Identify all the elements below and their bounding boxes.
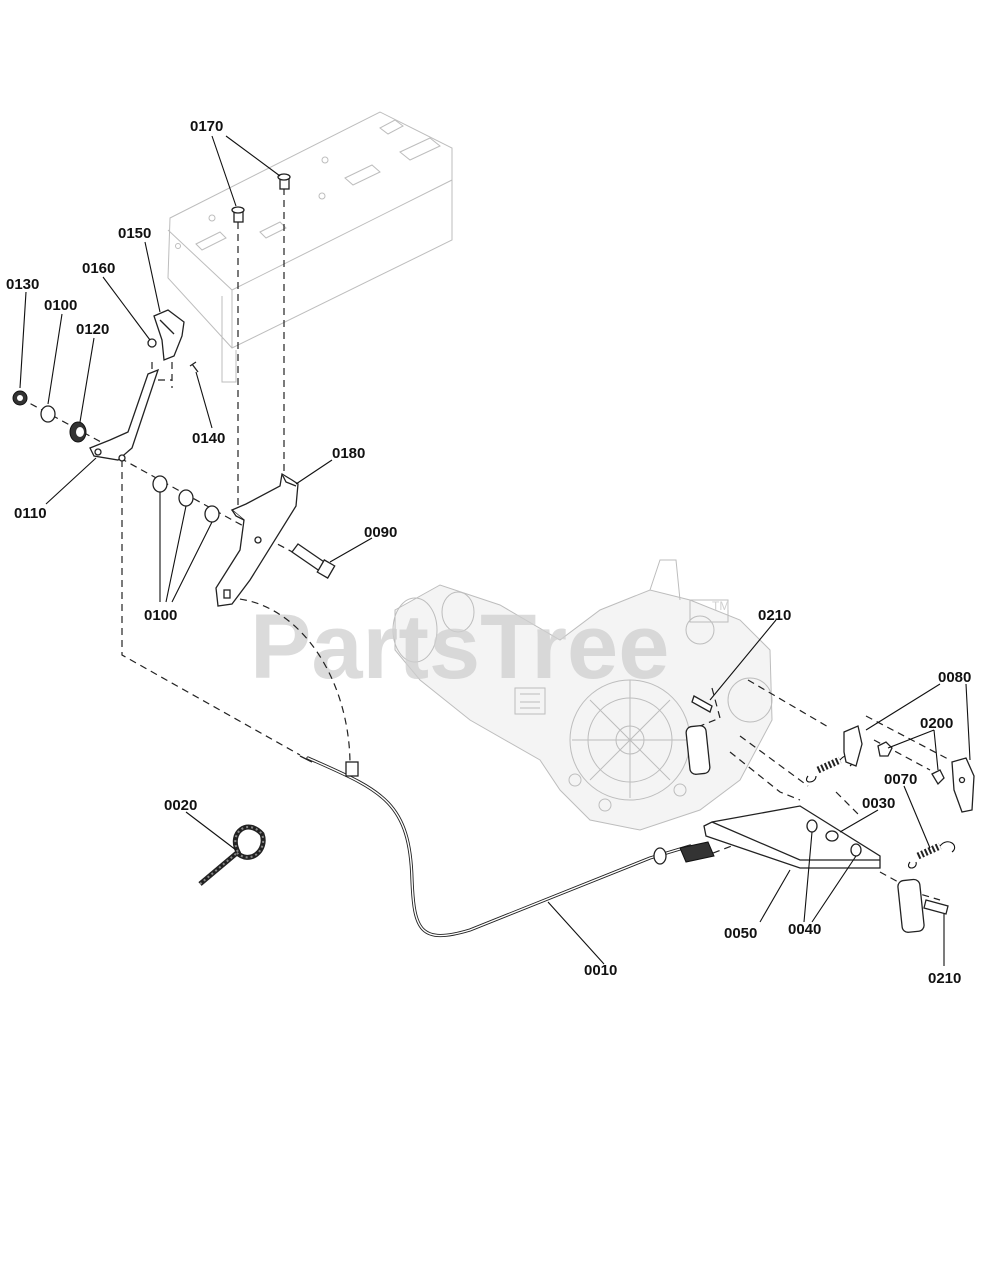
callout-0150: 0150	[118, 225, 151, 242]
callout-0090: 0090	[364, 524, 397, 541]
cable-end-clip	[299, 755, 313, 763]
link-plate-upper	[685, 725, 711, 775]
assembly-lines	[19, 188, 951, 901]
callout-0050: 0050	[724, 925, 757, 942]
watermark: PartsTree	[250, 596, 669, 698]
nut-0200-b	[931, 769, 945, 786]
callout-0080: 0080	[938, 669, 971, 686]
bracket-0080-lower	[951, 757, 975, 813]
bracket-0180	[215, 472, 299, 607]
frame-panel-ghost	[167, 111, 453, 383]
callout-0100-top: 0100	[44, 297, 77, 314]
washer-0100-1	[152, 475, 168, 493]
pin-0210-lower	[923, 899, 949, 915]
callout-0120: 0120	[76, 321, 109, 338]
clip-0030	[825, 830, 839, 842]
screw-0140	[189, 361, 199, 373]
lever-handle-0150	[153, 309, 185, 361]
callout-0010: 0010	[584, 962, 617, 979]
transaxle-ghost	[392, 559, 773, 831]
callout-0040: 0040	[788, 921, 821, 938]
watermark-trademark: TM	[712, 599, 729, 613]
link-plate-lower	[897, 878, 925, 933]
washer-0040-a	[806, 819, 818, 833]
lever-arm-0110	[89, 368, 160, 462]
bracket-0080-hole	[958, 776, 966, 784]
callout-0110: 0110	[14, 505, 47, 522]
callout-0070: 0070	[884, 771, 917, 788]
cable-0010	[299, 755, 715, 938]
nut-0160	[147, 338, 157, 348]
pin-0210-upper	[691, 695, 713, 713]
callout-0160: 0160	[82, 260, 115, 277]
callout-0180: 0180	[332, 445, 365, 462]
brake-bracket-0050	[703, 805, 881, 869]
callout-labels: 0170 0150 0160 0130 0100 0120 0140 0110 …	[6, 118, 971, 987]
cable-spring-end	[679, 841, 715, 863]
washer-0040-b	[850, 843, 862, 857]
callout-0130: 0130	[6, 276, 39, 293]
screw-0170-a	[231, 206, 245, 223]
spring-0070-lower	[908, 841, 956, 869]
bolt-0090	[291, 543, 336, 579]
locknut-0130-hole	[17, 395, 23, 401]
callout-0210-upper: 0210	[758, 607, 791, 624]
callout-0170: 0170	[190, 118, 223, 135]
callout-0210-lower: 0210	[928, 970, 961, 987]
bushing-0120-hole	[76, 427, 84, 437]
nut-0200-a	[877, 741, 893, 757]
callout-0100-group: 0100	[144, 607, 177, 624]
screw-0170-b	[277, 173, 291, 190]
cable-end-fitting	[345, 761, 359, 777]
washer-0100	[40, 405, 56, 423]
callout-0020: 0020	[164, 797, 197, 814]
callout-0200: 0200	[920, 715, 953, 732]
cable-tie-0020	[198, 824, 266, 886]
washer-0100-3	[204, 505, 220, 523]
leader-lines	[19, 135, 971, 966]
cable-ferrule	[653, 847, 667, 865]
callout-0030: 0030	[862, 795, 895, 812]
bracket-0080-upper	[843, 725, 863, 767]
callout-0140: 0140	[192, 430, 225, 447]
washer-0100-2	[178, 489, 194, 507]
